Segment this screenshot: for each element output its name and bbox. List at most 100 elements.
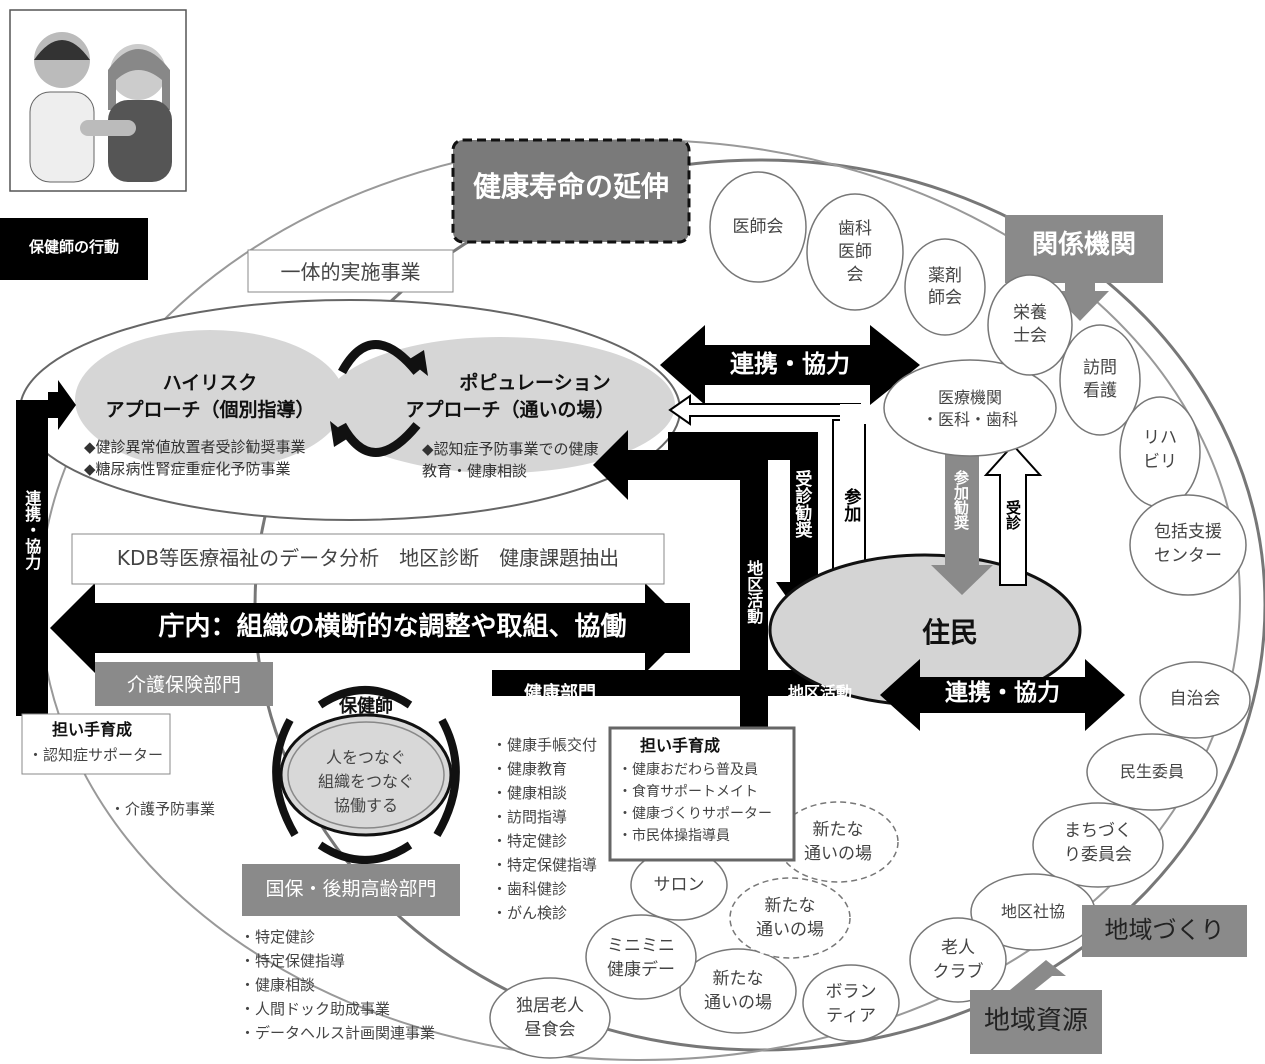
ninaite2-item-3: ・健康づくりサポーター xyxy=(618,806,772,822)
kdb-label: KDB等医療福祉のデータ分析 地区診断 健康課題抽出 xyxy=(116,546,620,570)
ninaite2-box xyxy=(608,726,796,862)
kokuho-item-2: ・特定保健指導 xyxy=(240,952,346,970)
left-renkei-bar xyxy=(16,400,48,716)
kaigo-box xyxy=(95,662,273,706)
highrisk-item-2: ◆糖尿病性腎症重症化予防事業 xyxy=(84,460,291,478)
ninaite2-item-1: ・健康おだわら普及員 xyxy=(618,762,758,778)
left-renkei-arrow-icon xyxy=(48,380,76,430)
dokkyo-1: 独居老人 xyxy=(516,996,584,1016)
highrisk-item-1: ◆健診異常値放置者受診勧奨事業 xyxy=(84,438,306,456)
kaigo-yobo: ・介護予防事業 xyxy=(110,800,216,818)
kenko-label: 健康部門 xyxy=(524,683,596,704)
shika-1: 歯科 xyxy=(838,219,872,239)
machizukuri-1: まちづく xyxy=(1064,821,1132,841)
hokenshi-line3: 協働する xyxy=(333,796,398,815)
minimini-1: ミニミニ xyxy=(607,936,675,956)
kenko-item-5: ・特定健診 xyxy=(492,832,568,850)
machizukuri-2: り委員会 xyxy=(1064,845,1132,865)
kokuho-item-5: ・データヘルス計画関連事業 xyxy=(240,1024,436,1042)
volunteer-1: ボラン xyxy=(825,982,877,1002)
kaigo-ninaite-box xyxy=(21,713,171,775)
renkei-top-arrow-icon xyxy=(660,325,920,405)
ninaite2-item-2: ・食育サポートメイト xyxy=(618,784,758,800)
eiyou-2: 士会 xyxy=(1013,326,1047,346)
aratana-1-line1: 新たな xyxy=(812,820,864,840)
hokenshi-line1: 人をつなぐ xyxy=(325,748,406,767)
houkatsu-1: 包括支援 xyxy=(1154,522,1222,542)
eiyou-1: 栄養 xyxy=(1013,303,1047,323)
jushin-kansho-arrow-icon xyxy=(668,432,832,622)
kayoi-ellipses xyxy=(729,801,899,959)
cycle-arrows-icon xyxy=(330,340,428,457)
jushin-arrow-icon xyxy=(983,443,1043,586)
salon: サロン xyxy=(653,875,705,895)
sanka-kansho-label: 参加勧奨 xyxy=(952,470,970,530)
ninaite2-item-4: ・市民体操指導員 xyxy=(618,828,730,844)
chiikizukuri-box xyxy=(1082,905,1247,957)
riha-1: リハ xyxy=(1143,428,1177,448)
chiikishigen: 地域資源 xyxy=(983,1006,1088,1036)
ninaite2-label: 担い手育成 xyxy=(640,736,721,755)
aratana-3-line1: 新たな xyxy=(712,969,764,989)
highrisk-title1: ハイリスク xyxy=(162,372,258,394)
chikushakyo: 地区社協 xyxy=(1000,902,1065,921)
kokuho-item-1: ・特定健診 xyxy=(240,928,316,946)
highrisk-ellipse xyxy=(75,330,345,470)
chiikizukuri: 地域づくり xyxy=(1104,916,1225,944)
hokenshi-line2: 組織をつなぐ xyxy=(317,772,414,791)
hokenshi-label: 保健師 xyxy=(339,696,393,717)
kankei-arrow-icon xyxy=(1051,283,1109,321)
kdb-box xyxy=(71,533,665,585)
jushin-label: 受診 xyxy=(1004,500,1022,530)
title: 健康寿命の延伸 xyxy=(472,170,669,203)
kokuho-box xyxy=(242,864,460,916)
population-title2: アプローチ（通いの場） xyxy=(405,399,615,421)
right-renkei-label: 連携・協力 xyxy=(945,680,1060,706)
minsei: 民生委員 xyxy=(1119,762,1184,781)
badge: 保健師の行動 xyxy=(28,238,119,256)
kokuho-item-4: ・人間ドック助成事業 xyxy=(240,1000,391,1018)
org-ellipses xyxy=(489,171,1251,1059)
chiikishigen-arrow-icon xyxy=(1010,960,1066,992)
ishikai: 医師会 xyxy=(732,217,784,237)
rojin-2: クラブ xyxy=(932,962,984,982)
kenko-item-3: ・健康相談 xyxy=(492,784,568,802)
kenko-item-7: ・歯科健診 xyxy=(492,880,568,898)
renkei-right-arrow-icon xyxy=(880,659,1125,731)
jushin-kansho-label: 受診勧奨 xyxy=(791,470,812,538)
rojin-1: 老人 xyxy=(941,938,975,958)
riha-2: ビリ xyxy=(1143,452,1177,472)
kenko-item-1: ・健康手帳交付 xyxy=(492,736,598,754)
kaigo-ninaite: 担い手育成 xyxy=(52,720,133,739)
houmon-2: 看護 xyxy=(1083,381,1117,401)
kankei-box xyxy=(1005,215,1163,283)
aratana-2-line2: 通いの場 xyxy=(756,920,824,940)
aratana-1-line2: 通いの場 xyxy=(804,844,872,864)
dokkyo-2: 昼食会 xyxy=(524,1020,576,1040)
shika-3: 会 xyxy=(846,265,864,285)
kaigo-label: 介護保険部門 xyxy=(126,674,241,696)
aratana-2-line1: 新たな xyxy=(764,896,816,916)
sanka-kansho-arrow-icon xyxy=(931,450,993,595)
nurse-illustration xyxy=(9,9,187,192)
renkei-top-label: 連携・協力 xyxy=(730,350,850,378)
population-item-2: 教育・健康相談 xyxy=(422,462,528,480)
kenko-item-6: ・特定保健指導 xyxy=(492,856,598,874)
kaigo-supporter: ・認知症サポーター xyxy=(28,746,164,764)
kokuho-item-3: ・健康相談 xyxy=(240,976,316,994)
badge-box xyxy=(0,218,148,280)
jumin-label: 住民 xyxy=(921,616,978,649)
houkatsu-2: センター xyxy=(1154,546,1222,566)
chiikishigen-box xyxy=(970,990,1102,1054)
iryo-line1: 医療機関 xyxy=(937,388,1002,407)
chonai-label: 庁内：組織の横断的な調整や取組、協働 xyxy=(158,612,627,642)
iryo-ellipse xyxy=(883,359,1057,457)
title-box xyxy=(451,138,691,244)
jichikai: 自治会 xyxy=(1169,689,1221,709)
ittai-label: 一体的実施事業 xyxy=(280,260,421,284)
kenko-item-4: ・訪問指導 xyxy=(492,808,568,826)
kokuho-label: 国保・後期高齢部門 xyxy=(265,878,437,900)
yakuzai-2: 師会 xyxy=(928,288,962,308)
chiku-katsudo-arrow-icon xyxy=(593,430,768,730)
chonai-arrow-icon xyxy=(50,583,735,673)
